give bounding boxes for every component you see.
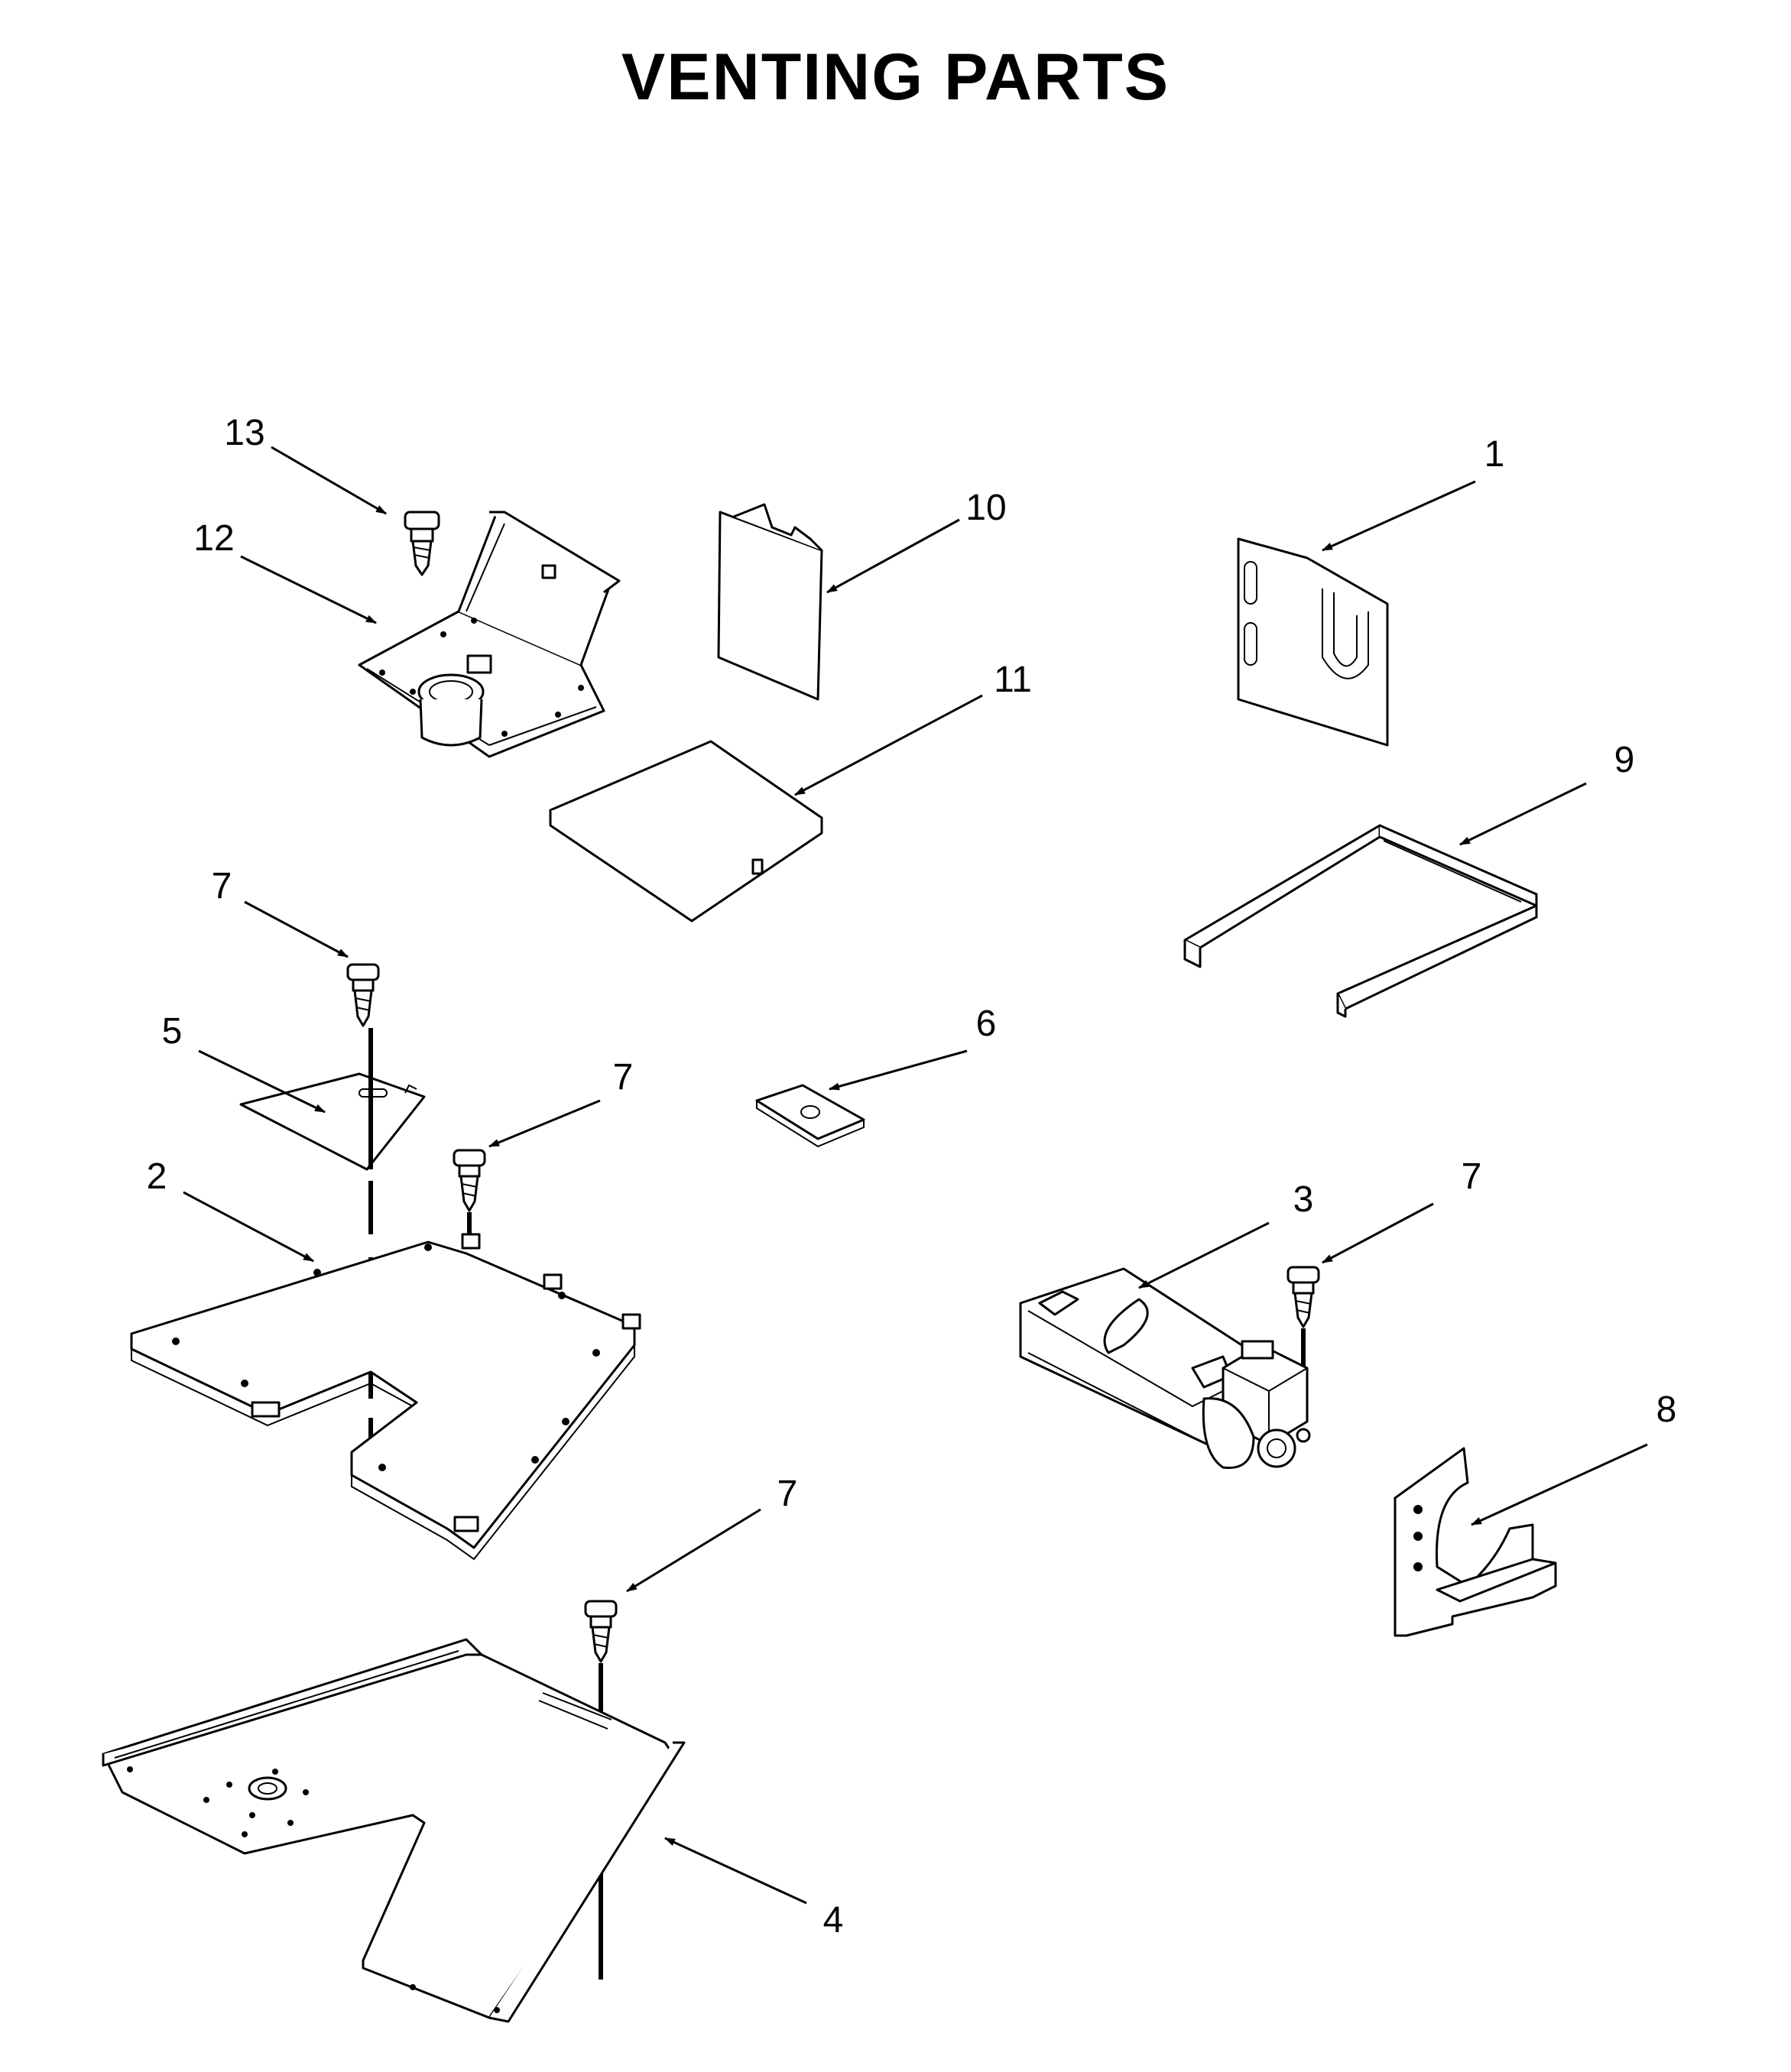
part-11-shelf <box>549 740 823 923</box>
callout-4: 4 <box>823 1900 844 1941</box>
callout-leader <box>488 1099 601 1148</box>
callout-leader <box>664 1837 807 1905</box>
part-4-bottom-panel <box>102 1638 686 2023</box>
part-7-screw-b <box>453 1149 486 1212</box>
part-5-bracket <box>239 1072 426 1171</box>
callout-5: 5 <box>162 1011 183 1052</box>
callout-leader <box>271 446 387 515</box>
callout-1: 1 <box>1484 434 1505 475</box>
callout-leader <box>1459 782 1587 846</box>
part-9-frame <box>1183 824 1538 1018</box>
callout-11: 11 <box>994 660 1032 700</box>
part-2-base-plate <box>130 1233 641 1561</box>
part-1-plate <box>1237 537 1389 747</box>
callout-leader <box>183 1191 314 1263</box>
callout-8: 8 <box>1656 1389 1677 1430</box>
callout-6: 6 <box>976 1004 997 1044</box>
callout-leader <box>198 1049 326 1114</box>
callout-9: 9 <box>1614 740 1635 780</box>
part-7-screw-a <box>346 963 380 1027</box>
callout-7b: 7 <box>613 1057 634 1098</box>
part-8-bracket <box>1394 1447 1557 1637</box>
callout-7a: 7 <box>212 866 232 906</box>
callout-7c: 7 <box>1462 1156 1482 1197</box>
part-3-motor-assembly <box>1019 1267 1311 1469</box>
part-7-screw-d <box>584 1600 618 1663</box>
part-10-panel <box>717 503 823 701</box>
callout-leader <box>240 555 377 624</box>
callout-leader <box>1138 1221 1270 1289</box>
part-12-vent-assembly <box>358 511 621 758</box>
callout-7d: 7 <box>777 1474 798 1514</box>
page-title: VENTING PARTS <box>621 41 1170 114</box>
callout-leader <box>826 518 960 594</box>
callout-leader <box>244 900 349 958</box>
callout-leader <box>1322 480 1476 552</box>
callout-leader <box>794 694 983 796</box>
callout-leader <box>1471 1443 1648 1526</box>
callout-2: 2 <box>147 1156 167 1197</box>
part-13-screw <box>404 511 440 576</box>
callout-leader <box>829 1049 968 1091</box>
part-6-small-plate <box>755 1084 865 1148</box>
callout-leader <box>626 1508 761 1593</box>
callout-3: 3 <box>1293 1179 1314 1220</box>
callout-10: 10 <box>965 488 1006 528</box>
part-7-screw-c <box>1286 1266 1320 1328</box>
callout-leader <box>1322 1202 1434 1264</box>
callout-13: 13 <box>224 413 264 453</box>
callout-12: 12 <box>193 518 234 559</box>
